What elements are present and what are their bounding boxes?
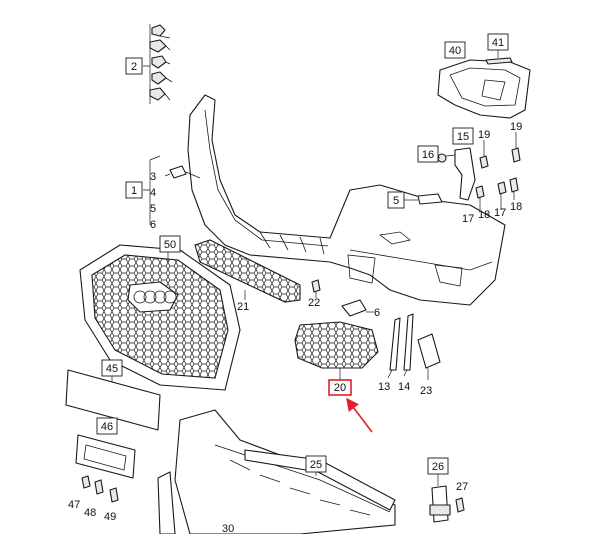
callout-label-20: 20 (334, 382, 346, 394)
callout-1: 1 (125, 181, 143, 199)
label-30: 30 (222, 523, 234, 534)
callout-20-highlight: 20 (328, 379, 352, 396)
callout-label-15: 15 (457, 131, 469, 143)
clip-3 (164, 165, 201, 179)
label-47: 47 (68, 499, 80, 511)
bolt-set-2 (143, 24, 173, 104)
callout-5: 5 (387, 191, 405, 209)
bolt-22 (311, 279, 321, 298)
callout-26: 26 (427, 457, 449, 475)
screw-27 (455, 497, 465, 513)
sensor-26 (429, 474, 451, 523)
label-18b: 18 (510, 201, 522, 213)
label-23: 23 (420, 385, 432, 397)
label-5: 5 (150, 203, 156, 215)
callout-50: 50 (159, 235, 181, 253)
front-grille-50 (79, 244, 241, 391)
callout-2: 2 (125, 57, 143, 75)
label-18a: 18 (478, 209, 490, 221)
bracket-5 (404, 193, 443, 205)
label-22: 22 (308, 297, 320, 309)
callout-46: 46 (96, 417, 118, 435)
label-48: 48 (84, 507, 96, 519)
callout-label-25: 25 (310, 459, 322, 471)
label-49: 49 (104, 511, 116, 523)
bolts-17-18-19 (475, 132, 521, 210)
tow-cap-6 (341, 299, 374, 317)
callout-16: 16 (417, 145, 439, 163)
callout-41: 41 (487, 33, 509, 51)
bracket-46 (75, 434, 136, 479)
callout-45: 45 (101, 359, 123, 377)
callout-label-1: 1 (131, 185, 137, 197)
callout-label-41: 41 (492, 37, 504, 49)
trim-strip-41 (485, 50, 513, 65)
screws-47-48-49 (81, 475, 119, 503)
label-19b: 19 (510, 121, 522, 133)
callout-label-40: 40 (449, 45, 461, 57)
callout-label-50: 50 (164, 239, 176, 251)
callout-40: 40 (444, 41, 466, 59)
callout-label-26: 26 (432, 461, 444, 473)
label-3: 3 (150, 171, 156, 183)
red-arrow (346, 397, 373, 433)
label-13: 13 (378, 381, 390, 393)
lower-grille-21 (194, 239, 301, 303)
label-21: 21 (237, 301, 249, 313)
trim-strips-13-14 (387, 313, 414, 379)
callout-15: 15 (452, 127, 474, 145)
callout-label-2: 2 (131, 61, 137, 73)
callout-label-16: 16 (422, 149, 434, 161)
side-grille-20 (294, 321, 379, 380)
impact-absorber-25 (174, 409, 396, 534)
callout-label-46: 46 (101, 421, 113, 433)
label-6a: 6 (150, 219, 156, 231)
lamp-bracket-40 (437, 59, 531, 119)
label-17b: 17 (494, 207, 506, 219)
label-14: 14 (398, 381, 410, 393)
bumper-cover (187, 94, 506, 306)
callout-label-5: 5 (393, 195, 399, 207)
callout-25: 25 (305, 455, 327, 473)
callout-label-45: 45 (106, 363, 118, 375)
label-4: 4 (150, 187, 156, 199)
bracket-23 (417, 333, 441, 380)
label-column-1 (143, 155, 161, 225)
label-19a: 19 (478, 129, 490, 141)
bracket-30 (157, 471, 176, 534)
label-17a: 17 (462, 213, 474, 225)
label-27: 27 (456, 481, 468, 493)
label-6b: 6 (374, 307, 380, 319)
